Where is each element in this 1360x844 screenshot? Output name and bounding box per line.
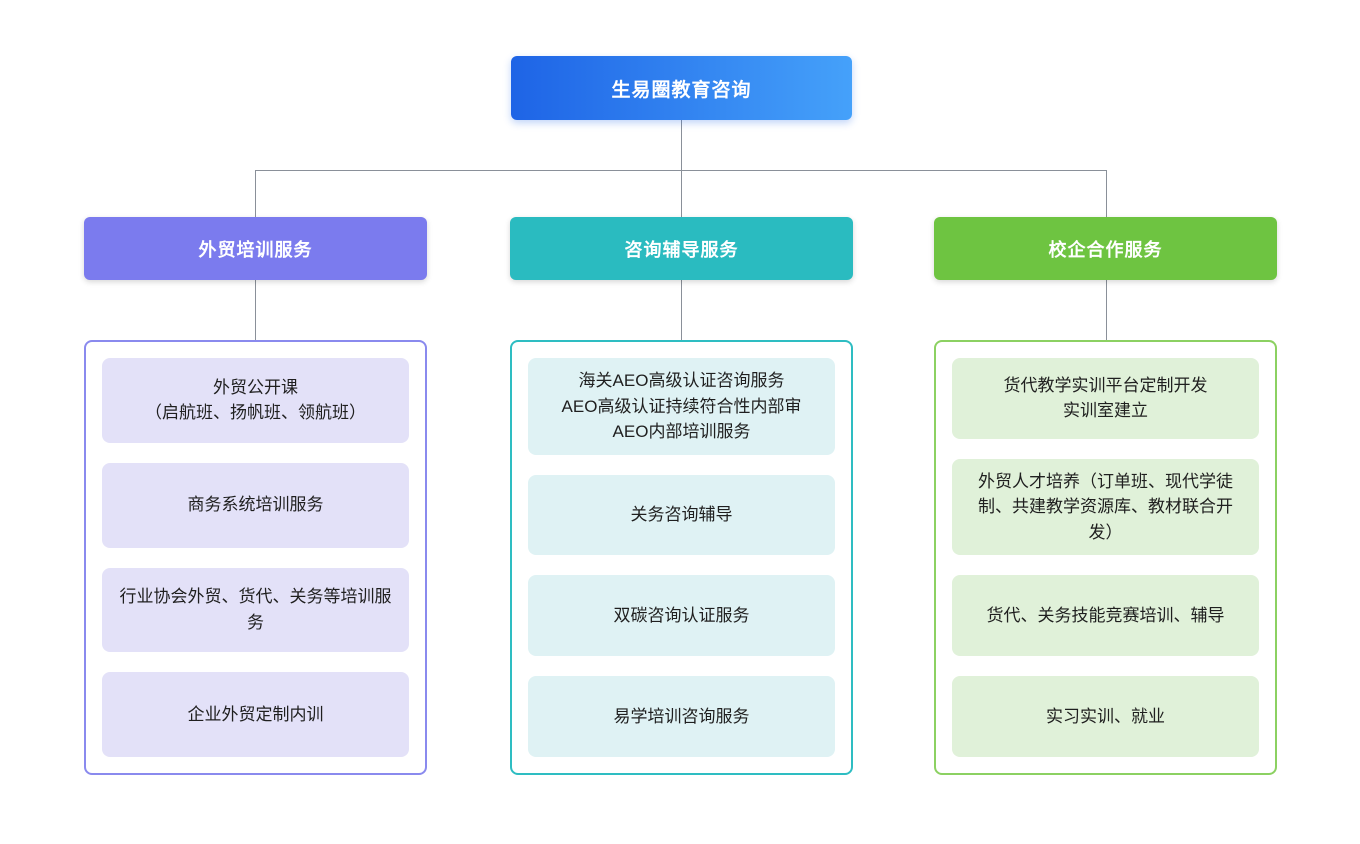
service-item-open-course[interactable]: 外贸公开课 （启航班、扬帆班、领航班） — [102, 358, 409, 443]
root-node[interactable]: 生易圈教育咨询 — [511, 56, 852, 120]
service-item-business-system-training[interactable]: 商务系统培训服务 — [102, 462, 409, 548]
service-item-enterprise-custom-training[interactable]: 企业外贸定制内训 — [102, 672, 409, 757]
branch-group-trade-training: 外贸公开课 （启航班、扬帆班、领航班） 商务系统培训服务 行业协会外贸、货代、关… — [84, 340, 427, 775]
service-item-aeo-certification[interactable]: 海关AEO高级认证咨询服务 AEO高级认证持续符合性内部审 AEO内部培训服务 — [528, 358, 835, 455]
branch-header-school-enterprise[interactable]: 校企合作服务 — [934, 217, 1277, 280]
branch-header-trade-training[interactable]: 外贸培训服务 — [84, 217, 427, 280]
connector-drop-branch-2 — [681, 170, 682, 217]
service-item-customs-consulting[interactable]: 关务咨询辅导 — [528, 474, 835, 556]
service-item-talent-cultivation[interactable]: 外贸人才培养（订单班、现代学徒制、共建教学资源库、教材联合开发） — [952, 458, 1259, 556]
connector-header-to-box-1 — [255, 280, 256, 340]
connector-root-stem — [681, 120, 682, 170]
connector-drop-branch-3 — [1106, 170, 1107, 217]
service-item-yixue-training[interactable]: 易学培训咨询服务 — [528, 676, 835, 757]
service-item-industry-association-training[interactable]: 行业协会外贸、货代、关务等培训服务 — [102, 567, 409, 653]
connector-header-to-box-2 — [681, 280, 682, 340]
connector-drop-branch-1 — [255, 170, 256, 217]
branch-group-consulting: 海关AEO高级认证咨询服务 AEO高级认证持续符合性内部审 AEO内部培训服务 … — [510, 340, 853, 775]
service-item-internship-employment[interactable]: 实习实训、就业 — [952, 676, 1259, 757]
connector-header-to-box-3 — [1106, 280, 1107, 340]
branch-header-consulting[interactable]: 咨询辅导服务 — [510, 217, 853, 280]
service-item-skill-competition[interactable]: 货代、关务技能竞赛培训、辅导 — [952, 575, 1259, 657]
service-item-training-platform[interactable]: 货代教学实训平台定制开发 实训室建立 — [952, 358, 1259, 439]
branch-group-school-enterprise: 货代教学实训平台定制开发 实训室建立 外贸人才培养（订单班、现代学徒制、共建教学… — [934, 340, 1277, 775]
service-item-dual-carbon[interactable]: 双碳咨询认证服务 — [528, 575, 835, 657]
